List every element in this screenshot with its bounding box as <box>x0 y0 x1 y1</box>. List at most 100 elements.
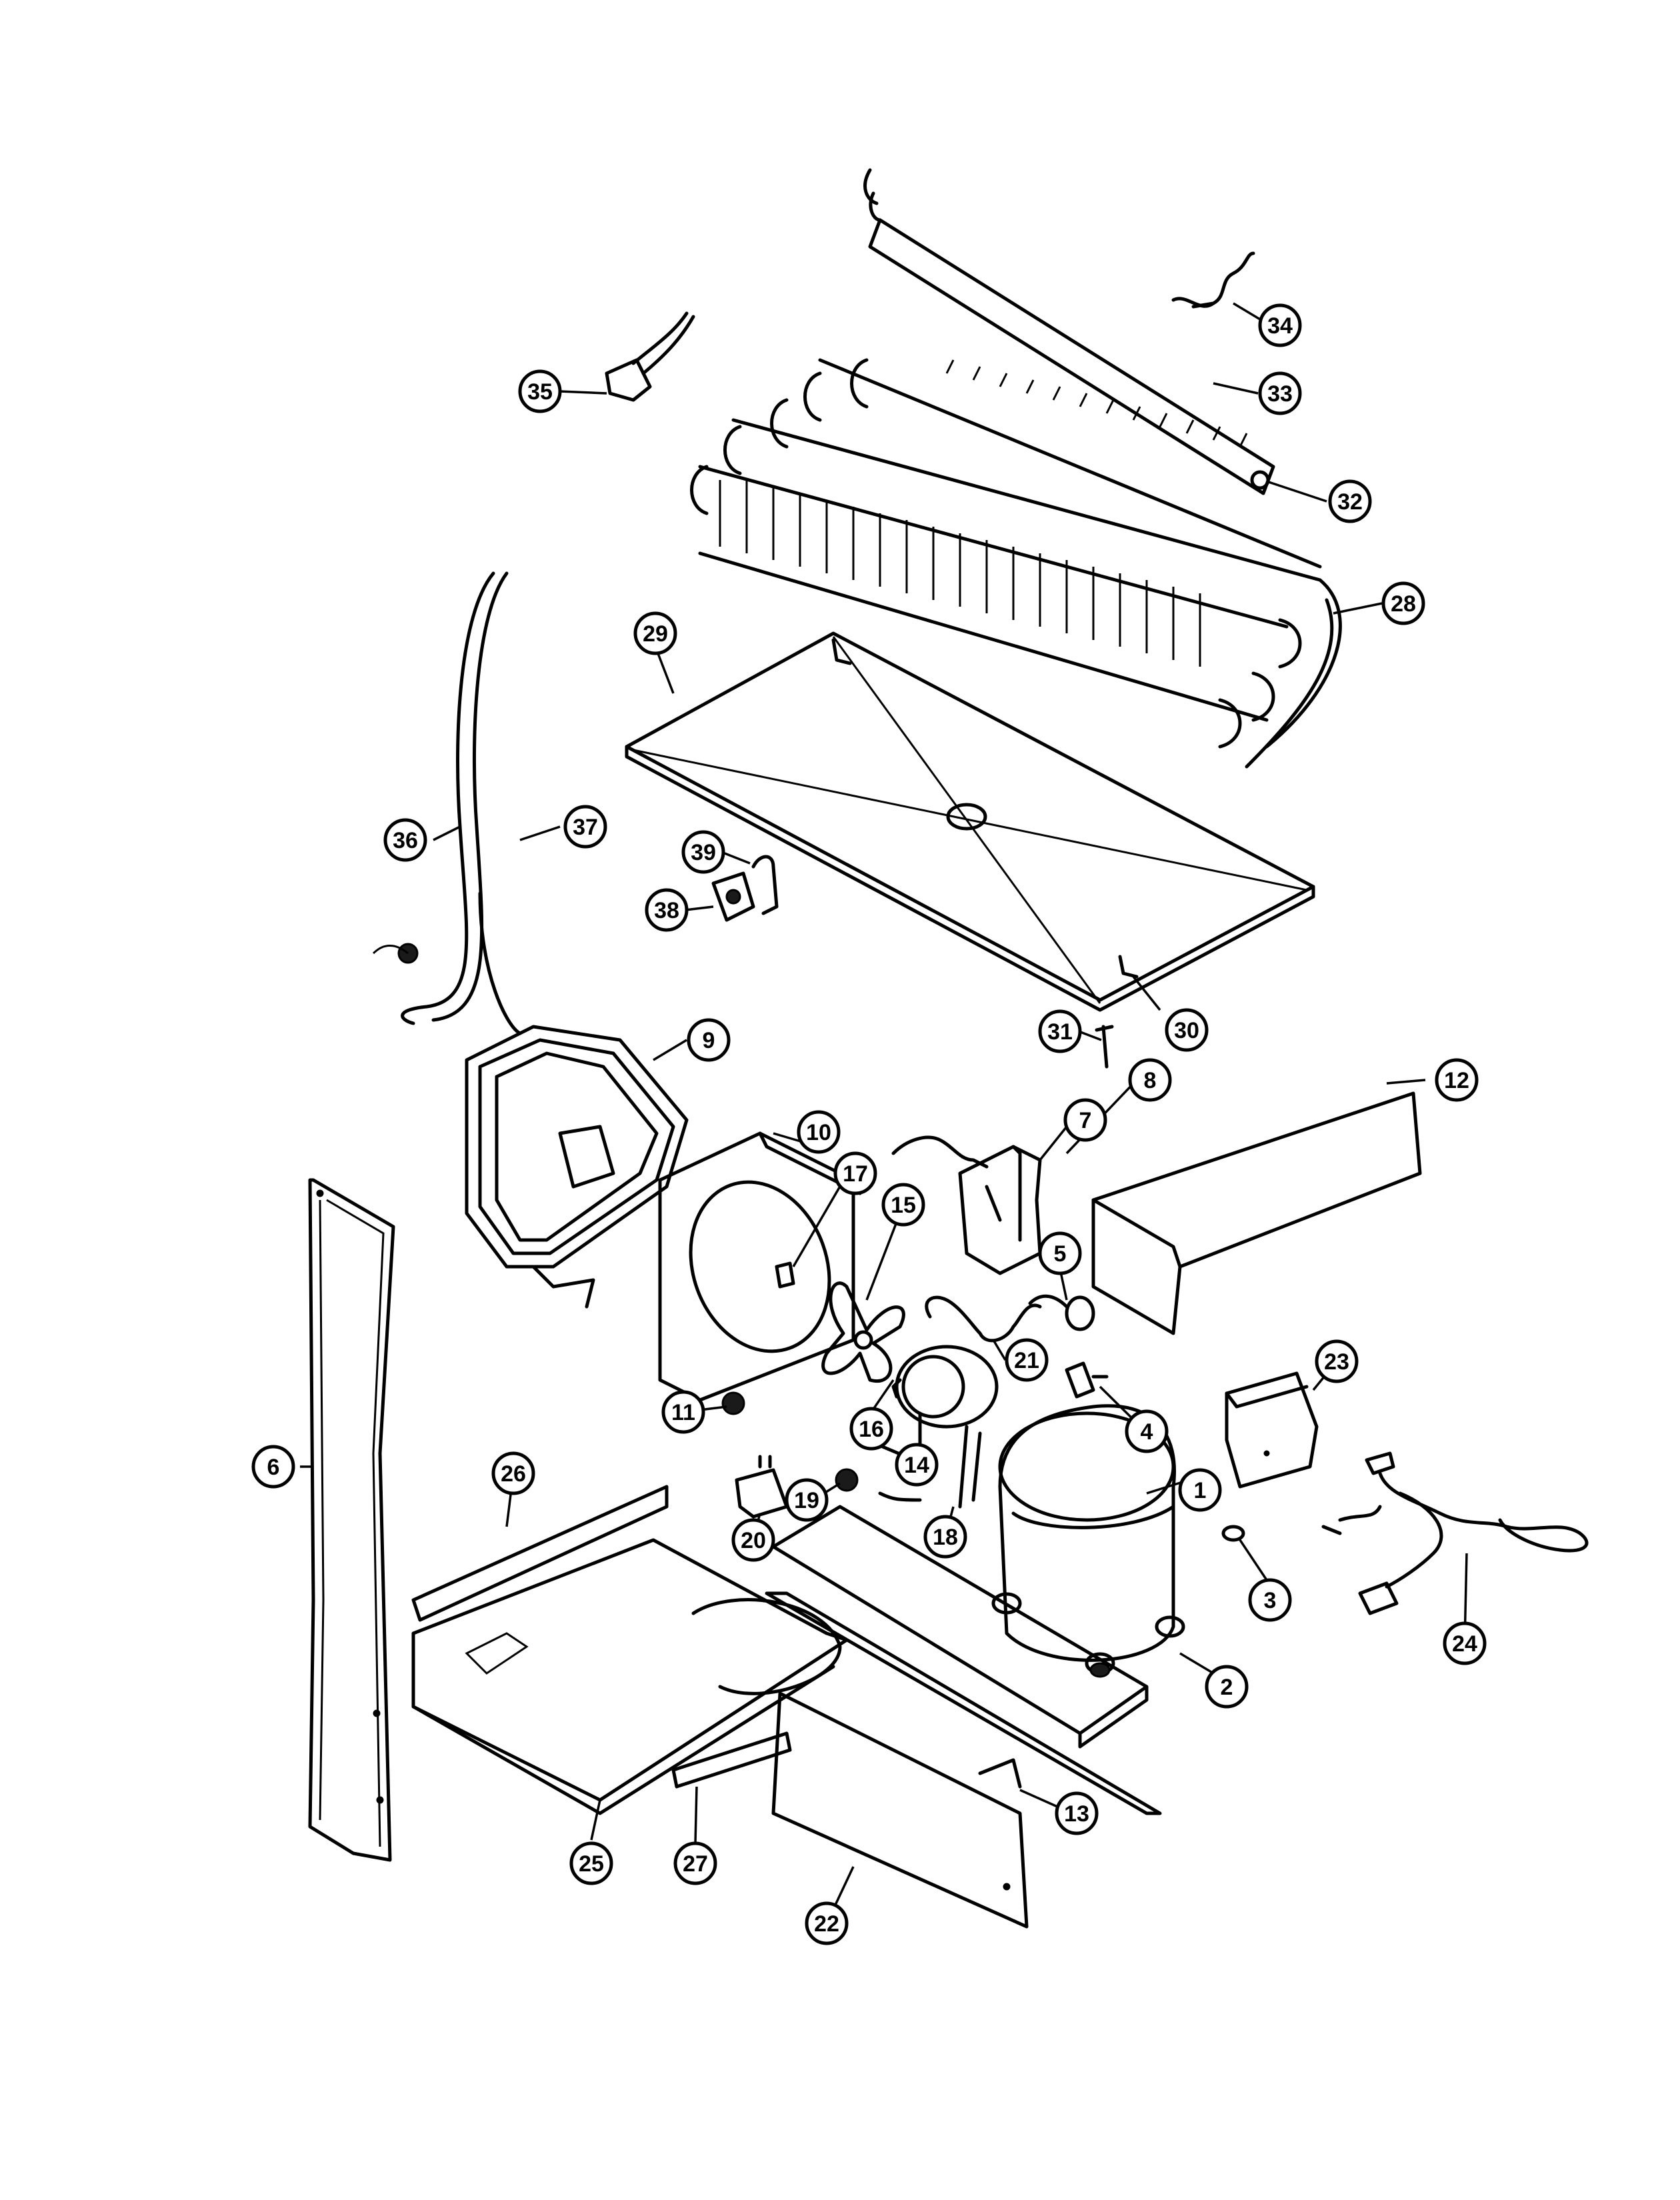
callout-number: 38 <box>654 898 679 923</box>
callout-circle <box>1178 1468 1222 1512</box>
callout-29: 29 <box>633 611 677 655</box>
callout-33: 33 <box>1258 371 1302 415</box>
callout-circle <box>383 818 427 862</box>
callout-number: 30 <box>1174 1018 1199 1043</box>
callout-number: 34 <box>1267 313 1293 339</box>
callout-number: 25 <box>579 1851 604 1877</box>
callout-circle <box>1443 1621 1487 1665</box>
callout-circle <box>1248 1578 1292 1622</box>
callout-circle <box>1315 1339 1359 1383</box>
callout-number: 27 <box>683 1851 708 1877</box>
part-36-37-tubes <box>372 571 522 1035</box>
callout-circle <box>1258 371 1302 415</box>
callout-26: 26 <box>491 1451 535 1495</box>
part-25-base-pan <box>411 1538 849 1815</box>
callout-circle <box>1038 1009 1082 1053</box>
callout-4: 4 <box>1125 1409 1169 1453</box>
callout-37: 37 <box>563 805 607 849</box>
callout-circle <box>1128 1058 1172 1102</box>
part-29-drain-pan <box>625 631 1315 1012</box>
callout-17: 17 <box>833 1151 877 1195</box>
callout-number: 18 <box>933 1525 958 1550</box>
callout-23: 23 <box>1315 1339 1359 1383</box>
callout-number: 17 <box>843 1161 868 1187</box>
callout-number: 3 <box>1264 1588 1277 1613</box>
callout-39: 39 <box>681 830 725 874</box>
part-2-grommet <box>1089 1662 1111 1678</box>
part-27-rail <box>671 1731 792 1789</box>
callout-24: 24 <box>1443 1621 1487 1665</box>
part-22-access-cover <box>771 1691 1029 1929</box>
callout-number: 9 <box>703 1028 715 1053</box>
callout-circle <box>1063 1098 1107 1142</box>
callout-2: 2 <box>1205 1665 1249 1709</box>
part-20-box <box>735 1455 789 1519</box>
part-12-panel <box>1091 1091 1422 1335</box>
callout-18: 18 <box>923 1515 967 1559</box>
leader-lines <box>300 302 1468 1924</box>
callout-number: 11 <box>671 1400 695 1425</box>
callout-number: 31 <box>1047 1019 1073 1045</box>
callout-circle <box>833 1151 877 1195</box>
callout-circle <box>881 1183 925 1227</box>
callout-14: 14 <box>895 1443 939 1487</box>
callout-38: 38 <box>645 888 689 932</box>
callout-31: 31 <box>1038 1009 1082 1053</box>
callout-28: 28 <box>1381 581 1425 625</box>
callout-number: 23 <box>1324 1349 1349 1375</box>
callout-34: 34 <box>1258 303 1302 347</box>
callout-circle <box>661 1390 705 1434</box>
callout-number: 35 <box>527 379 553 405</box>
part-28-evaporator <box>690 358 1342 769</box>
part-5-overload <box>1028 1294 1095 1331</box>
callout-10: 10 <box>797 1110 841 1154</box>
callout-number: 36 <box>393 828 418 853</box>
callout-number: 13 <box>1064 1801 1089 1827</box>
part-21-wire <box>925 1295 1042 1343</box>
callout-number: 28 <box>1391 591 1416 617</box>
callout-number: 16 <box>859 1417 884 1442</box>
callout-circle <box>1038 1231 1082 1275</box>
callout-circle <box>1435 1058 1479 1102</box>
callout-circle <box>645 888 689 932</box>
callout-circle <box>251 1445 295 1489</box>
callout-32: 32 <box>1328 479 1372 523</box>
callout-3: 3 <box>1248 1578 1292 1622</box>
callout-circle <box>1205 1665 1249 1709</box>
part-35-clamp <box>605 311 695 402</box>
callout-number: 37 <box>573 815 598 840</box>
callout-number: 26 <box>501 1461 526 1487</box>
callout-6: 6 <box>251 1445 295 1489</box>
part-6-side-panel <box>308 1178 395 1862</box>
part-8-wire <box>891 1135 989 1169</box>
callout-number: 29 <box>643 621 668 647</box>
callout-circle <box>1381 581 1425 625</box>
callout-number: 10 <box>806 1120 831 1145</box>
base-rail <box>771 1505 1149 1749</box>
callout-15: 15 <box>881 1183 925 1227</box>
callout-circle <box>681 830 725 874</box>
callout-number: 14 <box>904 1453 929 1478</box>
part-34-clip <box>1171 251 1255 309</box>
callout-circle <box>1328 479 1372 523</box>
callout-36: 36 <box>383 818 427 862</box>
callout-circle <box>1055 1791 1099 1835</box>
callout-number: 32 <box>1337 489 1363 515</box>
callout-27: 27 <box>673 1841 717 1885</box>
part-9-condenser <box>465 1025 689 1309</box>
callout-number: 2 <box>1221 1675 1233 1700</box>
callout-number: 6 <box>267 1455 280 1480</box>
callout-bubbles: 1234567891011121314151617181920212223242… <box>251 303 1487 1945</box>
callout-8: 8 <box>1128 1058 1172 1102</box>
callout-number: 4 <box>1141 1419 1153 1445</box>
callout-1: 1 <box>1178 1468 1222 1512</box>
callout-22: 22 <box>805 1901 849 1945</box>
callout-35: 35 <box>518 369 562 413</box>
callout-circle <box>797 1110 841 1154</box>
callout-number: 7 <box>1079 1108 1092 1133</box>
callout-12: 12 <box>1435 1058 1479 1102</box>
callout-number: 21 <box>1014 1348 1039 1373</box>
part-11-grommet <box>721 1391 745 1415</box>
callout-circle <box>895 1443 939 1487</box>
